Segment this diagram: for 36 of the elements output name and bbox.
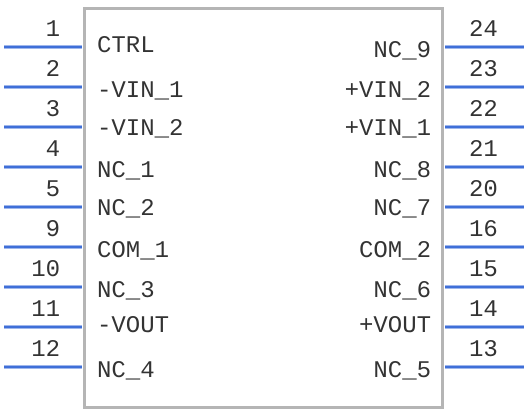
pin-name: -VOUT <box>97 315 170 339</box>
pin-name: NC_7 <box>373 198 431 222</box>
pin-name: NC_8 <box>373 160 431 184</box>
pin-number: 11 <box>31 299 60 323</box>
pin-name: NC_6 <box>373 280 431 304</box>
pin-name: NC_9 <box>373 40 431 64</box>
pin-name: NC_4 <box>97 360 155 384</box>
pin-name: +VOUT <box>358 315 431 339</box>
pin-name: -VIN_1 <box>97 80 184 104</box>
pin-name: -VIN_2 <box>97 118 184 142</box>
pin-number: 2 <box>46 59 60 83</box>
pin-name: +VIN_1 <box>344 118 431 142</box>
pin-number: 14 <box>469 299 498 323</box>
pin-name: CTRL <box>97 35 155 59</box>
pin-name: COM_1 <box>97 240 170 264</box>
pin-number: 16 <box>469 219 498 243</box>
pin-number: 15 <box>469 259 498 283</box>
pin-number: 13 <box>469 339 498 363</box>
pin-number: 10 <box>31 259 60 283</box>
pin-number: 12 <box>31 339 60 363</box>
pin-number: 3 <box>46 99 60 123</box>
pin-name: NC_1 <box>97 160 155 184</box>
pin-name: NC_2 <box>97 198 155 222</box>
pin-name: +VIN_2 <box>344 80 431 104</box>
pin-number: 23 <box>469 59 498 83</box>
pin-number: 21 <box>469 139 498 163</box>
pin-number: 1 <box>46 19 60 43</box>
pin-number: 20 <box>469 179 498 203</box>
pin-name: COM_2 <box>358 240 431 264</box>
pin-name: NC_5 <box>373 360 431 384</box>
pin-name: NC_3 <box>97 280 155 304</box>
pin-number: 22 <box>469 99 498 123</box>
pin-number: 24 <box>469 19 498 43</box>
pin-number: 9 <box>46 219 60 243</box>
pin-number: 4 <box>46 139 60 163</box>
pin-number: 5 <box>46 179 60 203</box>
